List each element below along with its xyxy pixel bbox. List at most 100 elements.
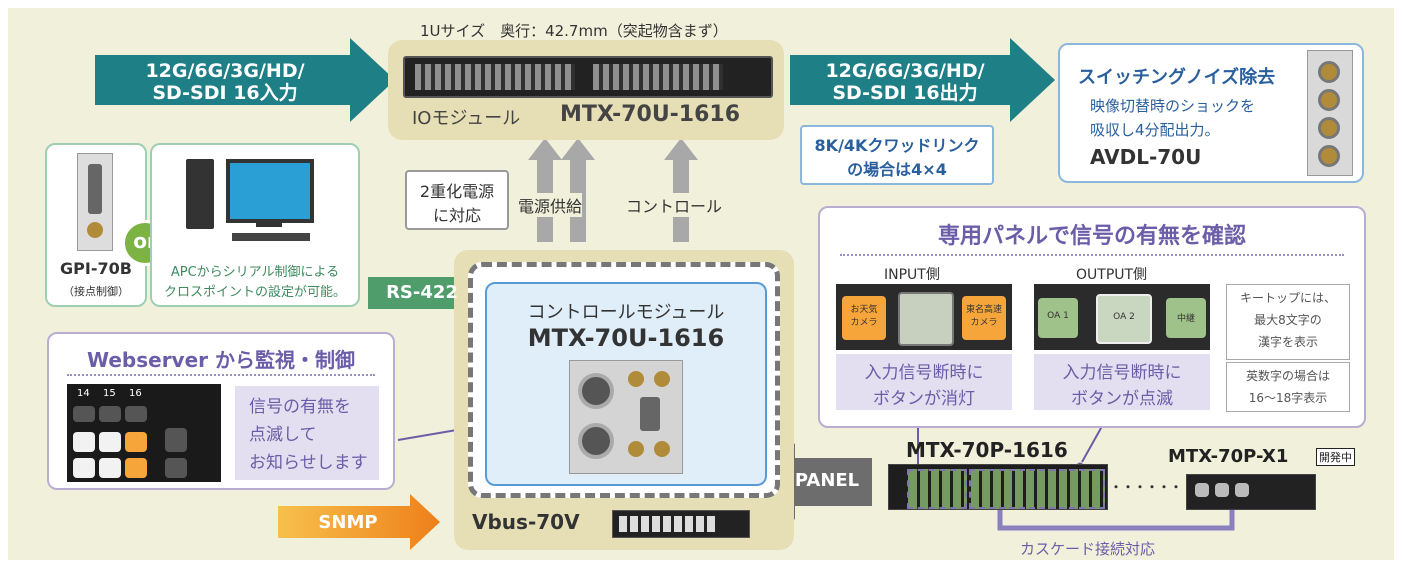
x1-device-image xyxy=(1186,474,1316,510)
sdi-input-line2: SD-SDI 16入力 xyxy=(152,82,298,104)
web-col-16: 16 xyxy=(129,388,142,399)
io-module-model: MTX-70U-1616 xyxy=(560,102,741,127)
panel-keys-left xyxy=(907,469,967,509)
avdl-title: スイッチングノイズ除去 xyxy=(1078,67,1276,88)
dual-power-line1: 2重化電源 xyxy=(419,182,495,201)
web-key xyxy=(165,428,187,452)
keytop-note-line3: 漢字を表示 xyxy=(1257,335,1318,349)
output-panel-image: OA 1 OA 2 中継 xyxy=(1034,284,1210,350)
web-key xyxy=(73,432,95,452)
web-msg-line2: 点滅して xyxy=(249,425,317,445)
panel-check-title-text: 専用パネルで信号の有無を確認 xyxy=(937,224,1246,249)
io-rack-device xyxy=(403,56,773,98)
size-note: 1Uサイズ 奥行：42.7mm（突起物含まず） xyxy=(420,22,728,40)
gpi-card: GPI-70B （接点制御） xyxy=(45,143,147,307)
output-key-right: 中継 xyxy=(1166,298,1206,338)
webserver-divider xyxy=(67,374,375,376)
io-module-label: IOモジュール xyxy=(412,108,521,129)
control-module-model: MTX-70U-1616 xyxy=(527,324,725,352)
webserver-message: 信号の有無を 点滅して お知らせします xyxy=(235,386,379,480)
vbus-model: Vbus-70V xyxy=(472,510,580,534)
web-key xyxy=(99,406,121,422)
web-key xyxy=(73,406,95,422)
keytop-note: キートップには、 最大8文字の 漢字を表示 xyxy=(1226,284,1350,360)
output-msg-line2: ボタンが点滅 xyxy=(1071,389,1173,409)
control-label: コントロール xyxy=(626,193,723,217)
panel-keys-right xyxy=(969,469,1105,509)
power-supply-label: 電源供給 xyxy=(518,193,583,217)
control-module-label: コントロールモジュール xyxy=(527,302,725,323)
snmp-arrow xyxy=(278,494,440,550)
web-msg-line3: お知らせします xyxy=(249,453,368,473)
sdi-input-label: 12G/6G/3G/HD/ SD-SDI 16入力 xyxy=(110,60,340,104)
webserver-title-text: Webserver から監視・制御 xyxy=(87,348,355,372)
input-msg-box: 入力信号断時に ボタンが消灯 xyxy=(836,354,1012,410)
web-key-active xyxy=(125,432,147,452)
panel-check-card: 専用パネルで信号の有無を確認 INPUT側 お天気 カメラ 東名高速 カメラ 入… xyxy=(818,206,1366,428)
panel-label: PANEL xyxy=(794,470,860,491)
output-msg-line1: 入力信号断時に xyxy=(1062,363,1182,383)
gpi-device-image xyxy=(77,153,113,251)
cascade-bracket xyxy=(997,510,1235,531)
input-msg-line2: ボタンが消灯 xyxy=(873,389,975,409)
quadlink-line2: の場合は4×4 xyxy=(847,160,947,179)
panel-check-title: 専用パネルで信号の有無を確認 xyxy=(820,218,1364,250)
quadlink-note: 8K/4Kクワッドリンク の場合は4×4 xyxy=(800,125,994,185)
dual-power-note: 2重化電源 に対応 xyxy=(405,170,509,230)
avdl-card: スイッチングノイズ除去 映像切替時のショックを 吸収し4分配出力。 AVDL-7… xyxy=(1058,43,1364,183)
power-up-arrow-2 xyxy=(561,138,595,242)
avdl-model: AVDL-70U xyxy=(1090,145,1202,169)
power-up-arrow-1 xyxy=(528,138,562,242)
vbus-device-image xyxy=(612,510,750,538)
io-connectors-left xyxy=(415,64,575,90)
output-key-center-text: OA 2 xyxy=(1113,312,1135,322)
avdl-device-image xyxy=(1307,50,1353,176)
sdi-output-label: 12G/6G/3G/HD/ SD-SDI 16出力 xyxy=(800,60,1010,104)
alnum-note: 英数字の場合は 16～18字表示 xyxy=(1226,362,1350,412)
panel-continuation-dots: ・・・・・・ xyxy=(1110,480,1183,494)
webserver-screenshot: 14 15 16 xyxy=(67,384,221,482)
quadlink-line1: 8K/4Kクワッドリンク xyxy=(814,136,980,155)
web-key-active xyxy=(125,458,147,478)
dual-power-line2: に対応 xyxy=(432,206,481,225)
web-key xyxy=(125,406,147,422)
avdl-desc-line2: 吸収し4分配出力。 xyxy=(1090,121,1220,139)
input-key-center xyxy=(898,292,954,346)
input-key-left: お天気 カメラ xyxy=(842,296,886,340)
web-key xyxy=(73,458,95,478)
web-col-15: 15 xyxy=(103,388,116,399)
keyboard-icon xyxy=(232,233,310,241)
monitor-icon xyxy=(226,159,314,223)
web-col-14: 14 xyxy=(77,388,90,399)
input-msg-line1: 入力信号断時に xyxy=(864,363,984,383)
output-side-label: OUTPUT側 xyxy=(1076,267,1148,283)
sdi-input-arrow xyxy=(95,38,395,122)
web-key xyxy=(99,458,121,478)
input-key-left-text: お天気 カメラ xyxy=(850,305,878,328)
input-side-label: INPUT側 xyxy=(884,267,940,283)
rs422-label: RS-422 xyxy=(386,282,458,303)
control-up-arrow xyxy=(664,138,698,242)
sdi-output-line2: SD-SDI 16出力 xyxy=(832,82,978,104)
panel-check-divider xyxy=(840,254,1344,256)
output-key-left: OA 1 xyxy=(1038,298,1078,338)
pc-card: APCからシリアル制御による クロスポイントの設定が可能。 xyxy=(150,143,360,307)
x1-dev-badge: 開発中 xyxy=(1316,448,1355,466)
pc-desc-line1: APCからシリアル制御による xyxy=(170,265,340,280)
input-key-right-text: 東名高速 カメラ xyxy=(965,305,1002,328)
monitor-stand xyxy=(256,219,282,227)
webserver-card: Webserver から監視・制御 14 15 16 信号の有無を 点滅して お… xyxy=(47,332,395,490)
output-key-left-text: OA 1 xyxy=(1047,311,1069,321)
sdi-input-line1: 12G/6G/3G/HD/ xyxy=(145,60,305,82)
webserver-title: Webserver から監視・制御 xyxy=(49,344,393,373)
input-panel-image: お天気 カメラ 東名高速 カメラ xyxy=(836,284,1012,350)
alnum-note-line1: 英数字の場合は xyxy=(1245,369,1330,383)
sdi-output-line1: 12G/6G/3G/HD/ xyxy=(825,60,985,82)
snmp-label: SNMP xyxy=(318,512,378,533)
panel-model: MTX-70P-1616 xyxy=(906,438,1068,462)
gpi-note: （接点制御） xyxy=(63,285,129,298)
avdl-desc-line1: 映像切替時のショックを xyxy=(1090,97,1256,115)
keytop-note-line2: 最大8文字の xyxy=(1254,313,1322,327)
